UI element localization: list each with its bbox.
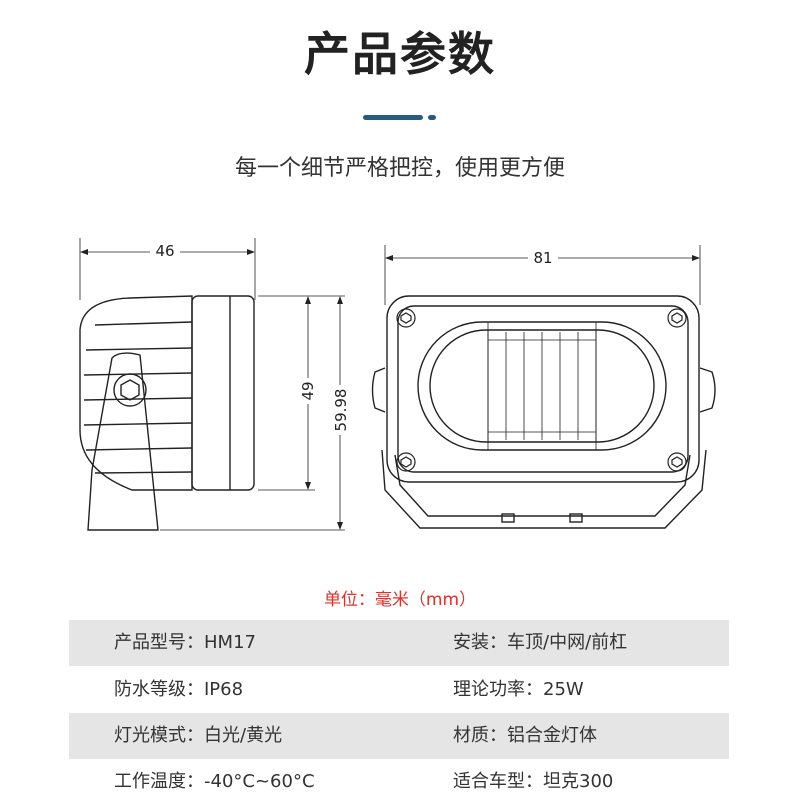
dim-height-outer: 59.98 bbox=[332, 389, 350, 432]
dim-height-inner: 49 bbox=[299, 381, 317, 400]
spec-light-mode: 灯光模式：白光/黄光 bbox=[114, 725, 283, 746]
spec-compatible-vehicle: 适合车型：坦克300 bbox=[453, 771, 614, 792]
spec-material: 材质：铝合金灯体 bbox=[453, 725, 597, 746]
front-view-drawing bbox=[371, 245, 716, 529]
spec-row-temperature: 工作温度：-40°C~60°C 适合车型：坦克300 bbox=[69, 759, 729, 805]
spec-row-model: 产品型号：HM17 安装：车顶/中网/前杠 bbox=[69, 620, 729, 666]
spec-installation: 安装：车顶/中网/前杠 bbox=[453, 632, 628, 653]
page-title: 产品参数 bbox=[304, 27, 496, 81]
title-accent-dot bbox=[428, 115, 436, 120]
dim-front-width: 81 bbox=[533, 249, 552, 267]
spec-row-waterproof: 防水等级：IP68 理论功率：25W bbox=[69, 667, 729, 713]
title-accent-bar bbox=[363, 115, 423, 120]
spec-power: 理论功率：25W bbox=[453, 679, 584, 700]
spec-operating-temperature: 工作温度：-40°C~60°C bbox=[114, 771, 315, 792]
spec-waterproof-rating: 防水等级：IP68 bbox=[114, 679, 244, 700]
unit-note: 单位：毫米（mm） bbox=[323, 590, 477, 610]
spec-row-light-mode: 灯光模式：白光/黄光 材质：铝合金灯体 bbox=[69, 713, 729, 759]
dim-side-width: 46 bbox=[155, 242, 174, 260]
technical-drawing: 46 81 49 59.98 bbox=[79, 238, 716, 531]
spec-model: 产品型号：HM17 bbox=[114, 632, 256, 653]
page-subtitle: 每一个细节严格把控，使用更方便 bbox=[234, 156, 565, 181]
